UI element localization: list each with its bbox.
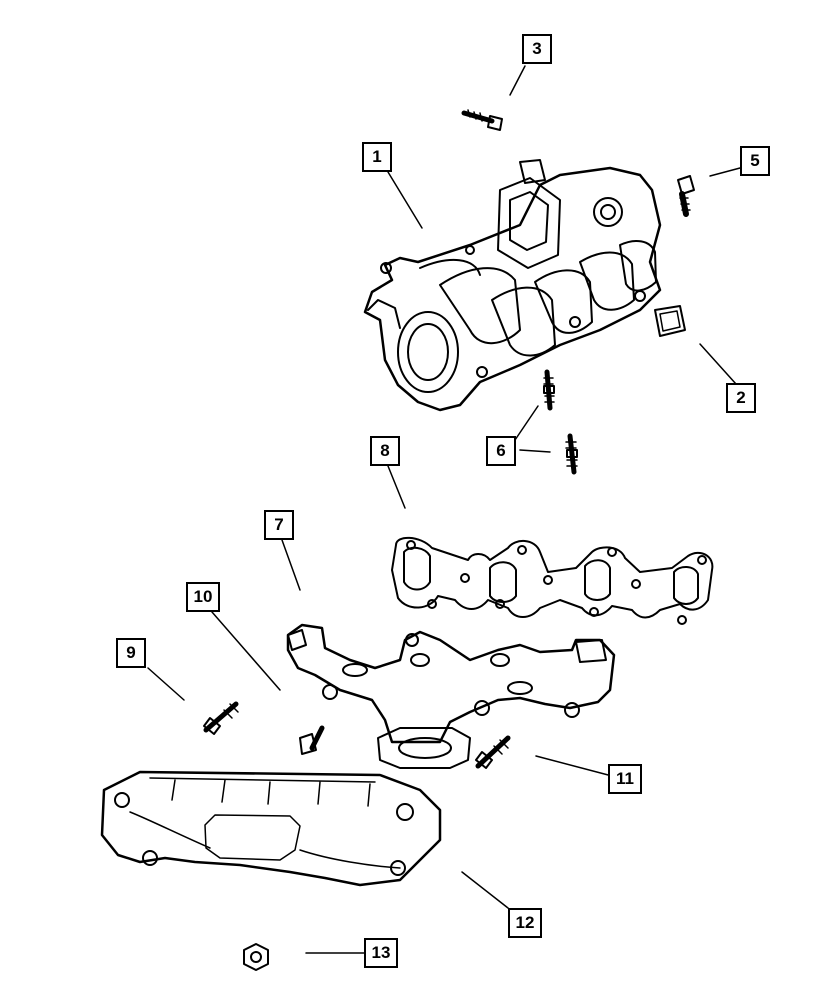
stud-6-lower[interactable] xyxy=(565,433,578,475)
callout-5[interactable]: 5 xyxy=(740,146,770,176)
callout-9[interactable]: 9 xyxy=(116,638,146,668)
bolt-7[interactable] xyxy=(299,725,325,755)
heat-shield[interactable] xyxy=(100,770,442,887)
intake-manifold[interactable] xyxy=(363,159,662,412)
callout-6[interactable]: 6 xyxy=(486,436,516,466)
callout-7[interactable]: 7 xyxy=(264,510,294,540)
callout-1[interactable]: 1 xyxy=(362,142,392,172)
bolt-5[interactable] xyxy=(677,175,695,217)
stud-11[interactable] xyxy=(475,735,511,769)
callout-11[interactable]: 11 xyxy=(608,764,642,794)
callout-2[interactable]: 2 xyxy=(726,383,756,413)
callout-12[interactable]: 12 xyxy=(508,908,542,938)
exhaust-manifold[interactable] xyxy=(286,623,616,769)
callout-10[interactable]: 10 xyxy=(186,582,220,612)
nut-13[interactable] xyxy=(243,943,269,971)
bolt-3[interactable] xyxy=(461,109,503,131)
exhaust-manifold-gasket[interactable] xyxy=(391,536,714,625)
intake-port-gasket[interactable] xyxy=(654,305,686,337)
callout-3[interactable]: 3 xyxy=(522,34,552,64)
callout-8[interactable]: 8 xyxy=(370,436,400,466)
stud-6-upper[interactable] xyxy=(543,369,555,411)
stud-9[interactable] xyxy=(203,701,239,735)
callout-13[interactable]: 13 xyxy=(364,938,398,968)
leader-lines xyxy=(147,65,741,954)
